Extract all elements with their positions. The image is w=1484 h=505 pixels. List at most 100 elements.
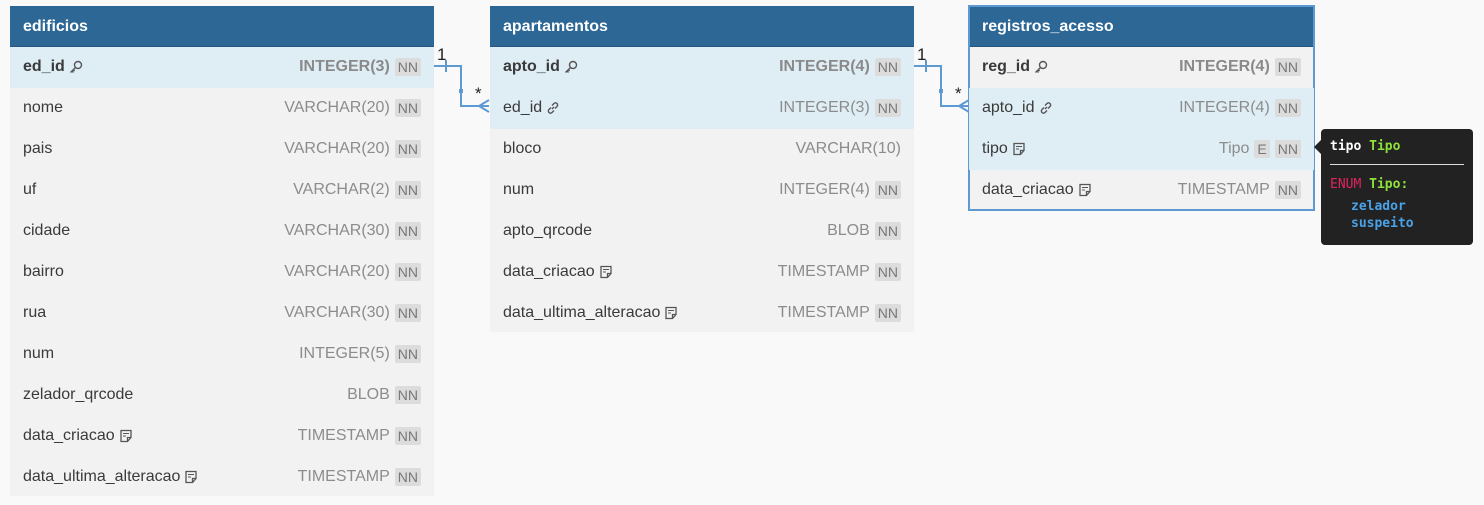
field-name: cidade [23,222,71,239]
field-row[interactable]: cidade VARCHAR(30)NN [10,211,434,252]
not-null-badge: NN [394,427,421,445]
not-null-badge: NN [394,386,421,404]
not-null-badge: NN [1274,99,1301,117]
cardinality-many: * [955,84,962,103]
not-null-badge: NN [394,222,421,240]
not-null-badge: NN [874,181,901,199]
field-name: ed_id [23,47,83,87]
not-null-badge: NN [874,58,901,76]
key-icon [69,60,83,74]
field-type: VARCHAR(20)NN [284,88,421,128]
field-row[interactable]: apto_id INTEGER(4)NN [490,47,914,88]
field-type: INTEGER(4)NN [1179,88,1301,128]
link-icon [546,101,560,115]
not-null-badge: NN [1274,140,1301,158]
field-type: VARCHAR(20)NN [284,129,421,169]
field-row[interactable]: ed_id INTEGER(3)NN [490,88,914,129]
not-null-badge: NN [1274,181,1301,199]
field-type: INTEGER(3)NN [779,88,901,128]
not-null-badge: NN [394,468,421,486]
field-name: apto_id [503,47,578,87]
field-name: apto_qrcode [503,222,592,239]
field-name: rua [23,304,47,321]
not-null-badge: NN [394,304,421,322]
field-type: VARCHAR(30)NN [284,211,421,251]
field-name: data_criacao [23,416,133,456]
not-null-badge: NN [394,99,421,117]
table-header[interactable]: registros_acesso [969,6,1314,47]
table-header[interactable]: apartamentos [490,6,914,47]
field-row[interactable]: pais VARCHAR(20)NN [10,129,434,170]
tooltip-enum-title: ENUM Tipo: [1330,177,1409,192]
not-null-badge: NN [394,263,421,281]
table-header[interactable]: edificios [10,6,434,47]
field-row[interactable]: num INTEGER(5)NN [10,334,434,375]
field-type: VARCHAR(2)NN [293,170,421,210]
field-row[interactable]: nome VARCHAR(20)NN [10,88,434,129]
field-name: pais [23,140,53,157]
field-row[interactable]: apto_id INTEGER(4)NN [969,88,1314,129]
note-icon [184,470,198,484]
note-icon [664,306,678,320]
note-icon [599,265,613,279]
field-name: num [503,181,535,198]
tooltip-header: tipo Tipo [1330,139,1401,154]
field-name: bairro [23,263,64,280]
not-null-badge: NN [874,304,901,322]
key-icon [1034,60,1048,74]
field-name: data_criacao [982,170,1092,210]
field-name: bloco [503,140,542,157]
enum-badge: E [1254,140,1270,158]
field-name: num [23,345,55,362]
not-null-badge: NN [874,99,901,117]
field-type: INTEGER(4)NN [1179,47,1301,87]
field-row[interactable]: reg_id INTEGER(4)NN [969,47,1314,88]
not-null-badge: NN [874,263,901,281]
field-name: apto_id [982,88,1053,128]
field-name: reg_id [982,47,1048,87]
enum-tooltip: tipo Tipo ENUM Tipo: zelador suspeito [1314,129,1473,245]
enum-value: suspeito [1351,216,1414,231]
field-name: data_ultima_alteracao [503,293,678,333]
field-name: tipo [982,129,1026,169]
note-icon [1012,142,1026,156]
field-type: VARCHAR(10) [795,140,902,157]
field-type: INTEGER(4)NN [779,47,901,87]
cardinality-many: * [475,84,482,103]
field-name: uf [23,181,37,198]
field-row[interactable]: uf VARCHAR(2)NN [10,170,434,211]
field-name: nome [23,99,64,116]
field-name: ed_id [503,88,560,128]
not-null-badge: NN [394,181,421,199]
cardinality-one: 1 [437,45,447,64]
not-null-badge: NN [394,140,421,158]
field-name: data_ultima_alteracao [23,457,198,497]
field-type: INTEGER(5)NN [299,334,421,374]
field-row[interactable]: bloco VARCHAR(10) [490,129,914,170]
note-icon [1078,183,1092,197]
